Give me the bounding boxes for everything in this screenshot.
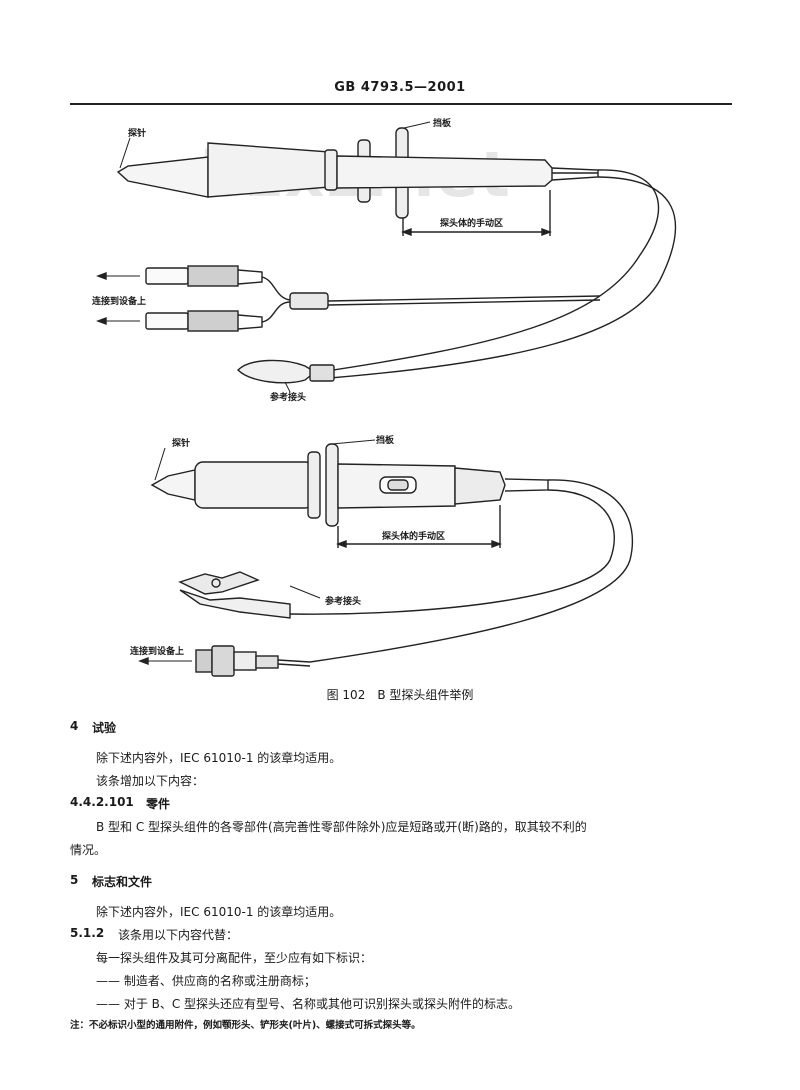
section-5-number: 5 bbox=[70, 873, 79, 887]
top-barrier-label: 挡板 bbox=[433, 119, 452, 129]
top-hand-area-label: 探头体的手动区 bbox=[440, 219, 504, 229]
figure-caption: 图 102 B 型探头组件举例 bbox=[326, 688, 474, 702]
bottom-probe bbox=[138, 439, 634, 677]
section-5-list-item-2: —— 对于 B、C 型探头还应有型号、名称或其他可识别探头或探头附件的标志。 bbox=[96, 997, 521, 1011]
section-5-title: 标志和文件 bbox=[92, 875, 153, 889]
top-probe bbox=[96, 121, 677, 393]
bottom-hand-area-label: 探头体的手动区 bbox=[382, 532, 446, 542]
probe-figure-drawing bbox=[96, 121, 677, 677]
bottom-reference-connector-label: 参考接头 bbox=[325, 597, 362, 607]
section-4-number: 4 bbox=[70, 719, 79, 733]
section-4-paragraph-1: 除下述内容外，IEC 61010-1 的该章均适用。 bbox=[96, 751, 342, 765]
section-5-list-item-1: —— 制造者、供应商的名称或注册商标； bbox=[96, 974, 316, 988]
bottom-probe-tip-label: 探针 bbox=[172, 439, 191, 449]
top-to-equipment-label: 连接到设备上 bbox=[92, 297, 147, 307]
clause-5-1-2-text: 该条用以下内容代替： bbox=[118, 928, 239, 942]
section-5-paragraph-1: 除下述内容外，IEC 61010-1 的该章均适用。 bbox=[96, 905, 342, 919]
section-4-paragraph-2: 该条增加以下内容： bbox=[96, 774, 205, 788]
section-5-paragraph-2: 每一探头组件及其可分离配件，至少应有如下标识： bbox=[96, 951, 373, 965]
section-4-paragraph-3-line-2: 情况。 bbox=[70, 843, 107, 857]
section-5-note: 注：不必标识小型的通用附件，例如颚形头、铲形夹(叶片)、螺接式可拆式探头等。 bbox=[70, 1020, 421, 1031]
header-rule bbox=[70, 103, 732, 105]
section-4-paragraph-3-line-1: B 型和 C 型探头组件的各零部件(高完善性零部件除外)应是短路或开(断)路的，… bbox=[96, 820, 587, 834]
bottom-to-equipment-label: 连接到设备上 bbox=[130, 647, 185, 657]
clause-4-4-2-101-number: 4.4.2.101 bbox=[70, 795, 134, 809]
clause-5-1-2-number: 5.1.2 bbox=[70, 926, 105, 940]
bottom-barrier-label: 挡板 bbox=[376, 436, 395, 446]
top-probe-tip-label: 探针 bbox=[128, 129, 147, 139]
clause-4-4-2-101-title: 零件 bbox=[146, 797, 171, 811]
document-code-header: GB 4793.5—2001 bbox=[334, 80, 466, 95]
top-reference-connector-label: 参考接头 bbox=[270, 393, 307, 403]
section-4-title: 试验 bbox=[92, 721, 117, 735]
